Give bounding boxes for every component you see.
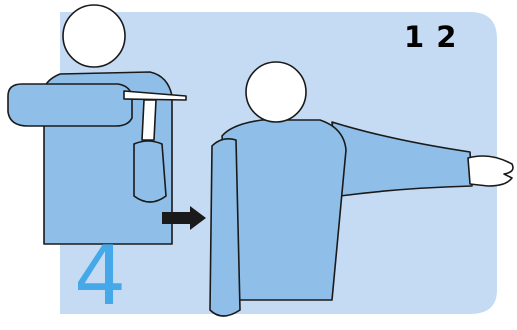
figure-right-open-hand — [468, 156, 513, 186]
panel-label-1: 1 — [404, 20, 424, 54]
figure-right-head — [246, 62, 306, 122]
figure-right-torso — [222, 120, 346, 300]
step-number: 4 — [74, 236, 126, 318]
panel-label-2: 2 — [436, 20, 456, 54]
figure-left-head — [63, 5, 125, 67]
figure-left-horizontal-arm — [8, 84, 132, 126]
figure-left-vertical-hand — [142, 100, 156, 140]
figure-left-vertical-arm — [134, 141, 166, 202]
figure-right-hanging-arm — [210, 139, 240, 316]
